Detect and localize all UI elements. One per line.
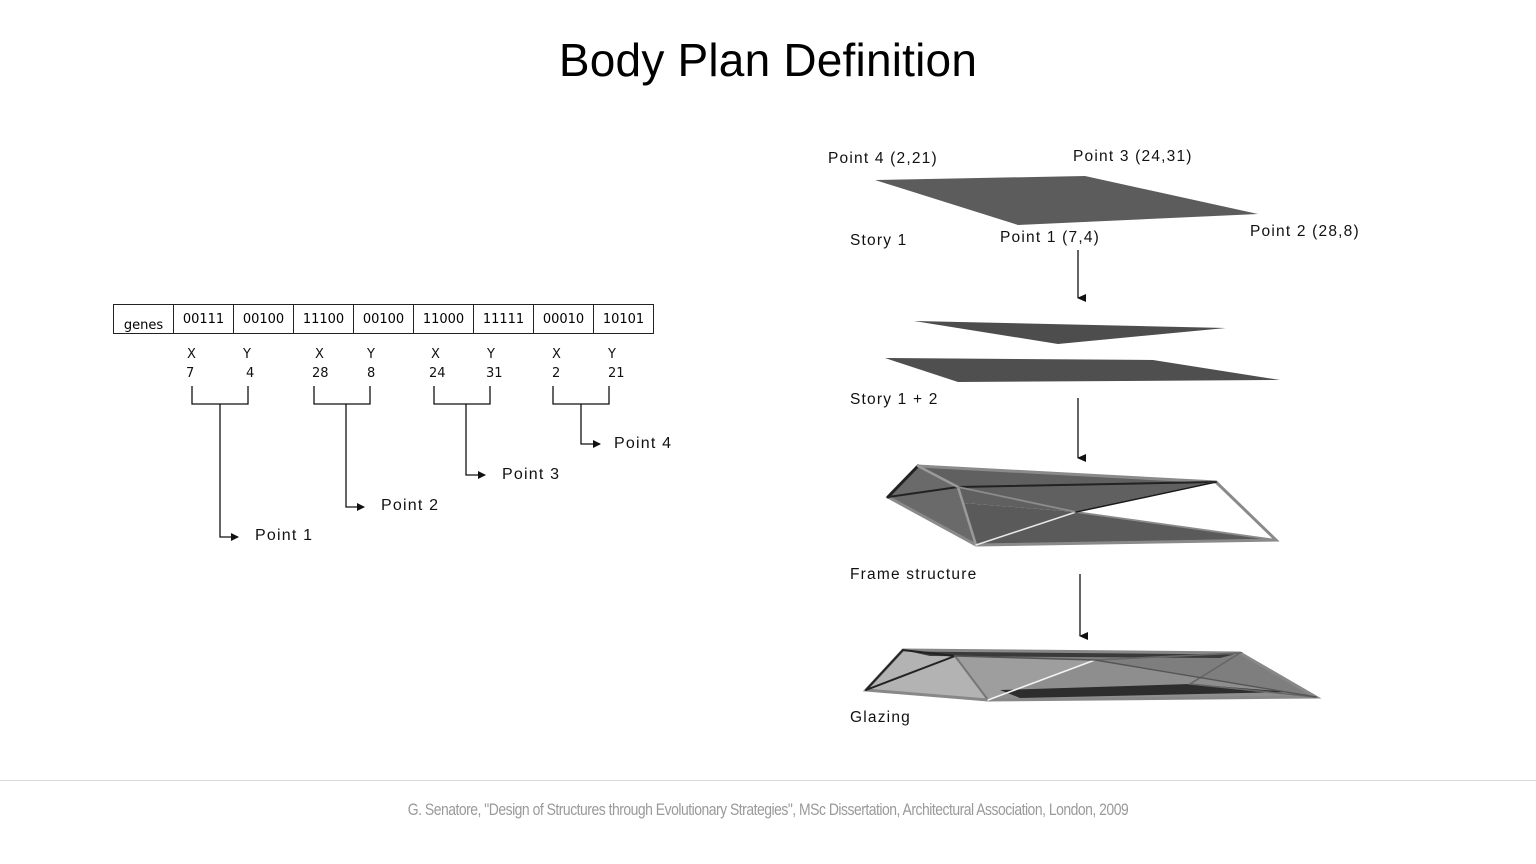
arrow-point-1 [219,404,239,541]
gene-cell: 11111 [473,304,534,334]
stage-glazing-label: Glazing [850,709,911,726]
genes-table: genes 00111 00100 11100 00100 11000 1111… [113,304,654,334]
y-value: 4 [246,366,255,381]
stage-story-1-label: Story 1 [850,232,908,249]
genes-row: genes 00111 00100 11100 00100 11000 1111… [113,304,654,334]
arrow-point-4 [580,404,601,448]
citation-footer: G. Senatore, "Design of Structures throu… [407,800,1129,819]
y-label: Y [608,347,616,362]
story-1-slab-lower [885,358,1280,382]
gene-cell: 00111 [173,304,234,334]
y-label: Y [243,347,251,362]
y-label: Y [487,347,495,362]
x-value: 28 [312,366,329,381]
x-value: 7 [186,366,195,381]
bracket-point-3 [433,386,491,405]
x-label: X [315,347,324,362]
gene-cell: 00100 [233,304,294,334]
point-2-label: Point 2 [381,497,440,514]
point-4-label: Point 4 [614,435,673,452]
y-value: 21 [608,366,625,381]
genes-header-cell: genes [113,304,174,334]
glazing-structure [862,648,1322,702]
arrow-point-2 [345,404,365,511]
gene-cell: 10101 [593,304,654,334]
point-1-label: Point 1 [255,527,314,544]
x-label: X [552,347,561,362]
point-4-coord-label: Point 4 (2,21) [828,150,938,167]
story-1-slab [875,176,1258,225]
frame-structure [885,464,1280,547]
gene-cell: 00010 [533,304,594,334]
footer-divider [0,780,1536,781]
y-label: Y [367,347,375,362]
gene-cell: 00100 [353,304,414,334]
story-2-slab [914,321,1226,344]
point-3-label: Point 3 [502,466,561,483]
bracket-point-2 [313,386,371,405]
stage-story-1-2-label: Story 1 + 2 [850,391,939,408]
x-label: X [431,347,440,362]
x-value: 2 [552,366,561,381]
point-2-coord-label: Point 2 (28,8) [1250,223,1360,240]
page-title: Body Plan Definition [558,34,978,86]
y-value: 8 [367,366,376,381]
gene-cell: 11000 [413,304,474,334]
stage-frame-label: Frame structure [850,566,978,583]
x-label: X [187,347,196,362]
gene-cell: 11100 [293,304,354,334]
x-value: 24 [429,366,446,381]
point-3-coord-label: Point 3 (24,31) [1073,148,1193,165]
point-1-coord-label: Point 1 (7,4) [1000,229,1101,246]
y-value: 31 [486,366,503,381]
arrow-point-3 [465,404,486,479]
